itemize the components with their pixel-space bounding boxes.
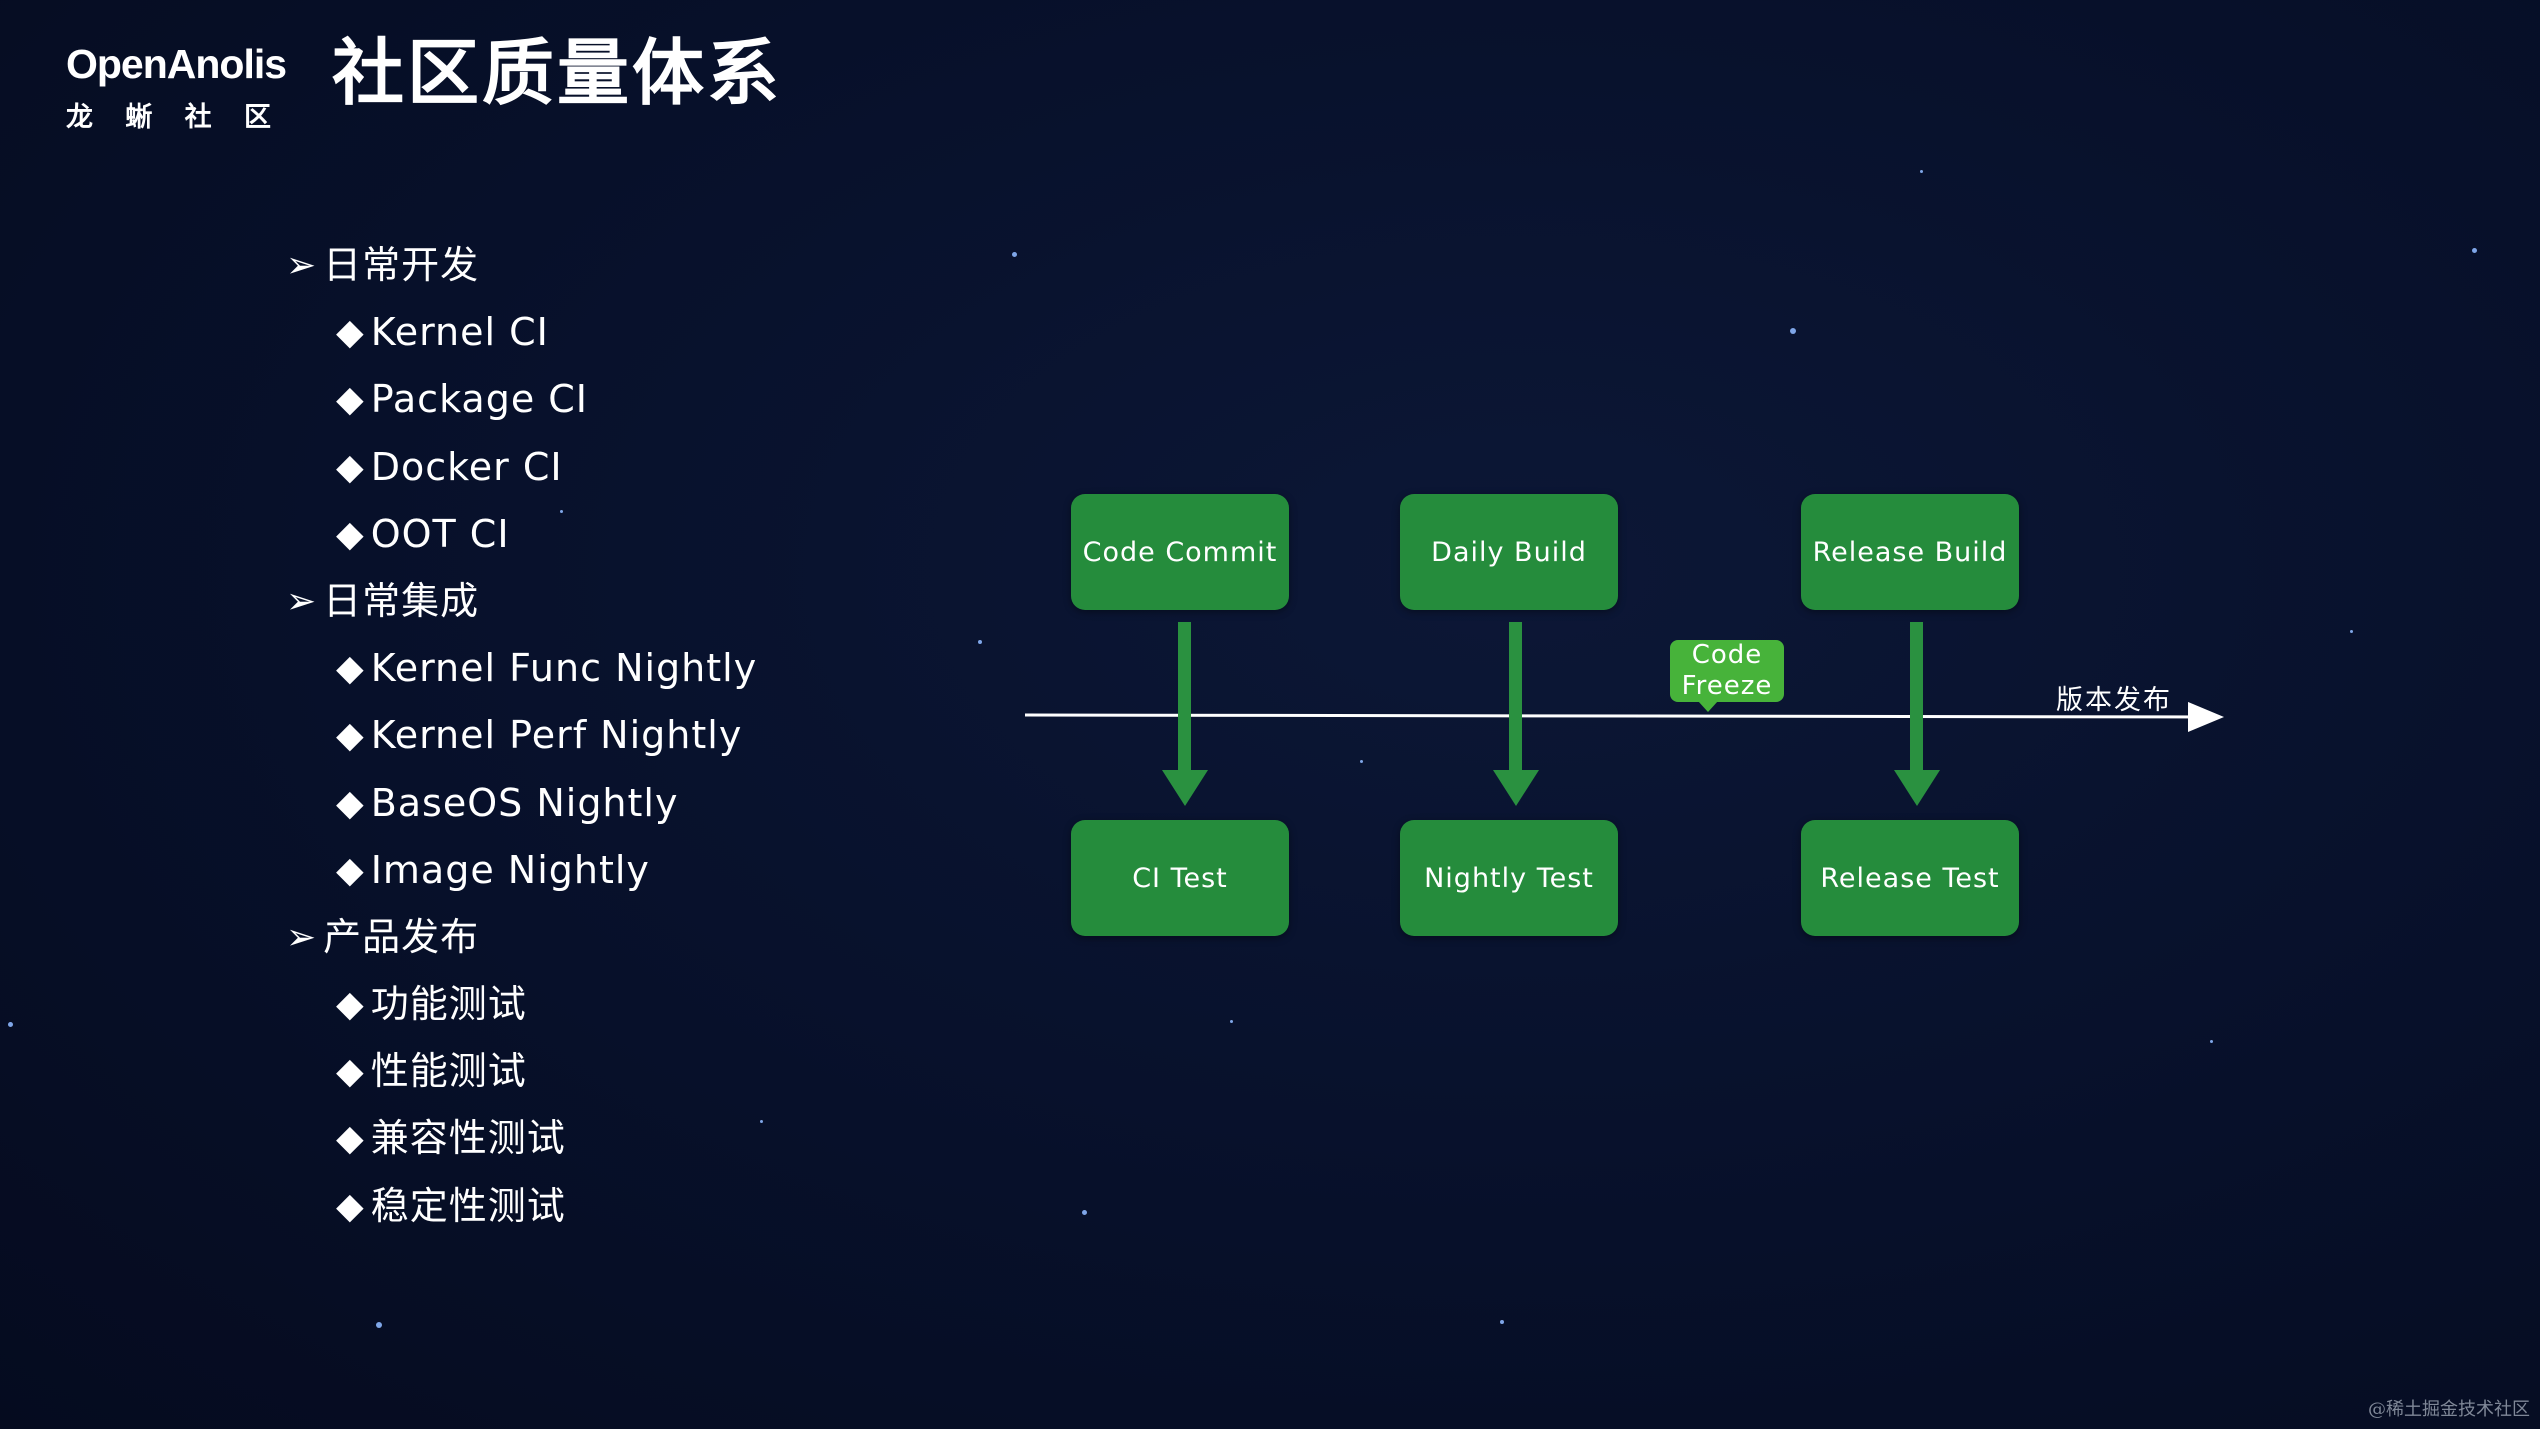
outline-item-text: 日常开发 <box>323 243 480 287</box>
stage-arrow-1 <box>1162 622 1208 806</box>
outline-subitem: ◆BaseOS Nightly <box>286 770 757 837</box>
diamond-bullet-icon: ◆ <box>336 849 365 891</box>
code-commit-box: Code Commit <box>1071 494 1289 610</box>
diamond-bullet-icon: ◆ <box>336 648 365 690</box>
release-flow-diagram: Code Commit Daily Build Release Build CI… <box>1010 470 2250 950</box>
logo-subtitle-char: 蜥 <box>125 102 153 133</box>
outline-item-text: 日常集成 <box>323 578 480 623</box>
code-freeze-line1: Code <box>1691 640 1763 670</box>
outline-subitem: ◆OOT CI <box>286 501 757 568</box>
diamond-bullet-icon: ◆ <box>336 1118 365 1160</box>
arrowhead-bullet-icon: ➢ <box>286 245 318 286</box>
outline-subitem: ◆Kernel Perf Nightly <box>286 702 757 769</box>
outline-subitem: ◆Package CI <box>286 366 757 433</box>
timeline-axis <box>1024 701 2224 732</box>
stage-arrow-2 <box>1493 622 1539 806</box>
logo-subtitle-char: 社 <box>184 102 212 133</box>
outline-item-text: 兼容性测试 <box>370 1116 566 1161</box>
outline-item-text: 产品发布 <box>323 914 480 959</box>
logo-wordmark: OpenAnolis <box>66 41 287 87</box>
logo-subtitle-char: 区 <box>243 102 271 133</box>
outline-subitem: ◆Image Nightly <box>286 837 757 904</box>
outline-item-text: BaseOS Nightly <box>370 780 679 825</box>
outline-item-text: Package CI <box>370 377 589 422</box>
outline-item-text: 功能测试 <box>370 982 527 1027</box>
ci-test-box: CI Test <box>1071 820 1289 936</box>
outline-section: ➢日常集成 <box>286 568 757 635</box>
watermark: @稀土掘金技术社区 <box>2368 1399 2530 1420</box>
release-build-box: Release Build <box>1801 494 2019 610</box>
outline-item-text: Docker CI <box>370 444 563 489</box>
nightly-test-box: Nightly Test <box>1400 820 1618 936</box>
timeline-label: 版本发布 <box>2056 685 2172 716</box>
outline-item-text: Kernel Func Nightly <box>370 646 758 691</box>
arrowhead-bullet-icon: ➢ <box>286 916 318 958</box>
diamond-bullet-icon: ◆ <box>336 379 365 421</box>
logo-subtitle: 龙 蜥 社 区 <box>66 95 271 134</box>
outline-subitem: ◆Kernel CI <box>286 299 757 366</box>
quality-outline-list: ➢日常开发◆Kernel CI◆Package CI◆Docker CI◆OOT… <box>286 232 757 1240</box>
outline-subitem: ◆稳定性测试 <box>286 1173 757 1240</box>
diamond-bullet-icon: ◆ <box>336 1051 365 1093</box>
arrowhead-bullet-icon: ➢ <box>286 580 318 622</box>
code-freeze-line2: Freeze <box>1681 671 1773 701</box>
diamond-bullet-icon: ◆ <box>336 1185 365 1227</box>
outline-section: ➢产品发布 <box>286 904 757 971</box>
diamond-bullet-icon: ◆ <box>336 782 365 824</box>
outline-subitem: ◆Docker CI <box>286 434 757 501</box>
outline-subitem: ◆性能测试 <box>286 1038 757 1105</box>
outline-item-text: Kernel Perf Nightly <box>370 713 743 758</box>
outline-item-text: Image Nightly <box>370 847 650 892</box>
flow-connectors <box>1024 622 2224 806</box>
outline-item-text: 性能测试 <box>370 1049 527 1094</box>
outline-subitem: ◆功能测试 <box>286 971 757 1038</box>
daily-build-box: Daily Build <box>1400 494 1618 610</box>
outline-subitem: ◆兼容性测试 <box>286 1105 757 1172</box>
diamond-bullet-icon: ◆ <box>336 312 365 354</box>
openanolis-logo: OpenAnolis 龙 蜥 社 区 <box>66 41 287 134</box>
outline-item-text: Kernel CI <box>370 310 549 355</box>
code-freeze-milestone: Code Freeze <box>1670 640 1784 712</box>
stage-arrow-3 <box>1894 622 1940 806</box>
diamond-bullet-icon: ◆ <box>336 984 365 1026</box>
logo-subtitle-char: 龙 <box>66 102 93 133</box>
outline-subitem: ◆Kernel Func Nightly <box>286 635 757 702</box>
diamond-bullet-icon: ◆ <box>336 446 365 488</box>
outline-section: ➢日常开发 <box>286 232 757 299</box>
diamond-bullet-icon: ◆ <box>336 715 365 757</box>
diamond-bullet-icon: ◆ <box>336 513 365 555</box>
slide-title: 社区质量体系 <box>332 31 783 115</box>
outline-item-text: 稳定性测试 <box>370 1183 566 1228</box>
release-test-box: Release Test <box>1801 820 2019 936</box>
outline-item-text: OOT CI <box>370 511 510 556</box>
